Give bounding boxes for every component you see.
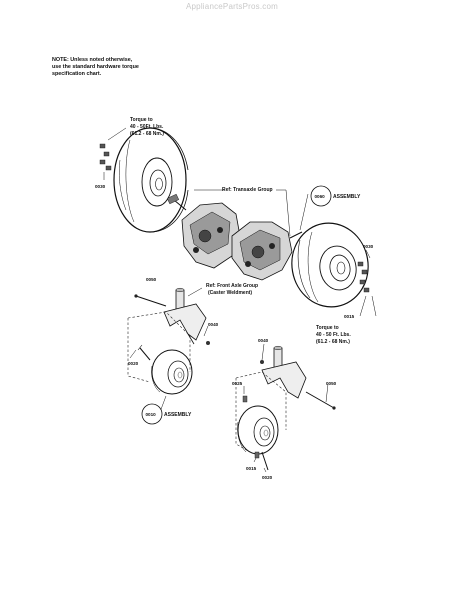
part-label-0040-left: 0040 [208,322,219,327]
ref-front-axle-line-2: (Caster Weldment) [208,290,252,296]
site-watermark: AppliancePartsPros.com [186,2,278,11]
torque-right-line-3: (61.2 - 68 Nm.) [316,339,350,345]
torque-right-line-1: Torque to [316,325,339,331]
ref-front-axle-line-1: Ref: Front Axle Group [206,283,258,289]
front-wheel-left [151,349,193,395]
part-label-0015-bottom: 0015 [246,466,257,471]
transaxle-left [166,193,241,269]
part-label-0010: 0010 [146,412,157,417]
assembly-label-0060: ASSEMBLY [333,194,361,200]
torque-note: NOTE: Unless noted otherwise, use the st… [52,57,242,78]
front-wheel-right [237,405,279,455]
dash-guide-right [235,371,287,453]
rear-tire-left [113,127,189,233]
part-label-0030-left: 0030 [95,184,106,189]
caster-right [260,345,336,410]
spacer-right [242,395,269,471]
torque-left-line-2: 40 - 50Ft. Lbs. [130,124,164,130]
part-label-0050: 0050 [146,277,157,282]
assembly-label-0010: ASSEMBLY [164,412,192,418]
note-line-2: use the standard hardware torque [52,64,139,70]
caster-left [134,287,210,345]
lug-nuts-left [99,127,127,180]
torque-left-line-1: Torque to [130,117,153,123]
transaxle-right [231,221,303,281]
part-label-0020-bottom: 0020 [262,475,273,480]
callout-circle-0010 [141,403,163,425]
torque-left-line-3: (61.2 - 68 Nm.) [130,131,164,137]
part-label-0020-left: 0020 [128,361,139,366]
note-line-1: NOTE: Unless noted otherwise, [52,57,133,63]
rear-tire-right [291,222,369,308]
dash-guide-left [127,311,191,383]
axle-bolt-left [137,344,151,361]
part-label-0025: 0025 [232,381,243,386]
part-label-0060: 0060 [315,194,326,199]
part-label-0050-right: 0050 [326,381,337,386]
note-line-3: specification chart. [52,71,102,77]
lug-nuts-right [357,249,377,317]
part-label-0015-right: 0015 [344,314,355,319]
part-label-0040-right: 0040 [258,338,269,343]
callout-circle-0060 [310,185,332,207]
torque-right-line-2: 40 - 50 Ft. Lbs. [316,332,351,338]
ref-transaxle-label: Ref: Transaxle Group [222,187,273,193]
part-label-0030-right: 0030 [363,244,374,249]
